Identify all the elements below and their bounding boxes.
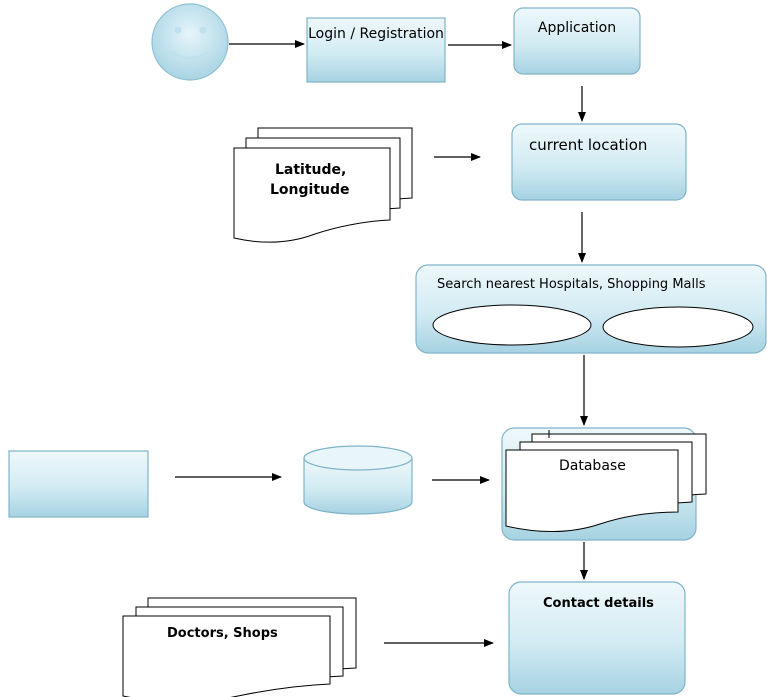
external-source-box bbox=[8, 450, 149, 518]
coordinates-label-line2: Longitude bbox=[270, 182, 350, 198]
doctors-shops-label: Doctors, Shops bbox=[167, 626, 278, 641]
doctors-shops-multidocument bbox=[122, 597, 357, 697]
application-box bbox=[513, 7, 641, 75]
database-label: Database bbox=[559, 458, 626, 474]
login-registration-box bbox=[306, 17, 446, 83]
contact-details-label: Contact details bbox=[543, 596, 654, 611]
user-smiley-icon bbox=[151, 3, 229, 81]
shopping-malls-ellipse bbox=[602, 306, 754, 348]
current-location-box bbox=[511, 123, 687, 201]
login-registration-label: Login / Registration bbox=[308, 26, 444, 42]
current-location-label: current location bbox=[529, 136, 648, 154]
coordinates-multidocument bbox=[233, 127, 413, 243]
coordinates-label-line1: Latitude, bbox=[275, 162, 347, 178]
database-multidocument bbox=[505, 433, 707, 532]
flow-arrows bbox=[175, 40, 588, 647]
application-label: Application bbox=[537, 20, 617, 36]
storage-cylinder bbox=[303, 445, 413, 515]
hospitals-ellipse bbox=[432, 304, 592, 346]
contact-details-box bbox=[508, 581, 686, 695]
search-nearest-label: Search nearest Hospitals, Shopping Malls bbox=[437, 277, 706, 292]
